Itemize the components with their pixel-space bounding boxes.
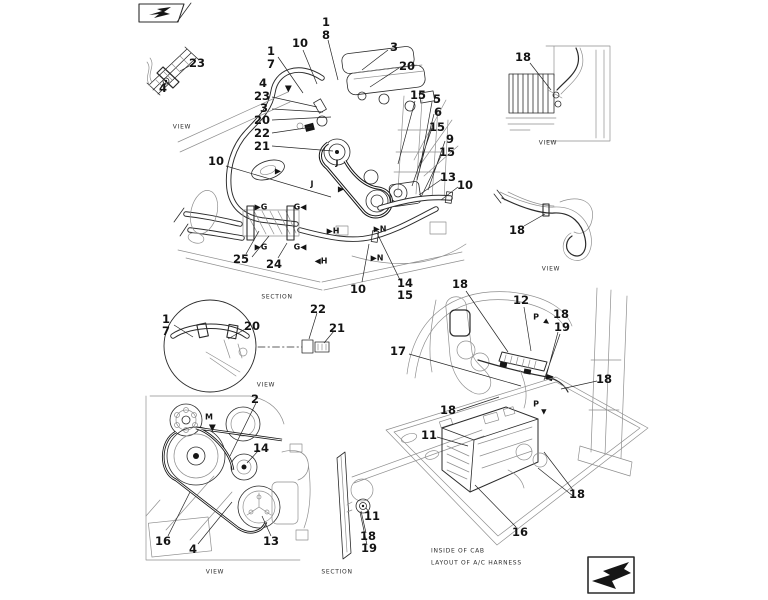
page-forward-flag-icon (587, 556, 635, 594)
hose-view-art (493, 189, 593, 261)
page-back-flag-icon (138, 2, 192, 23)
clamp-detail-art (163, 299, 335, 393)
engine-front-art (145, 395, 311, 561)
engine-section-art (173, 39, 467, 291)
hose-clamp-view-art (146, 46, 199, 96)
grommet-section-art (336, 451, 374, 560)
cab-layout-art (351, 287, 649, 546)
condenser-view-art (505, 45, 611, 142)
